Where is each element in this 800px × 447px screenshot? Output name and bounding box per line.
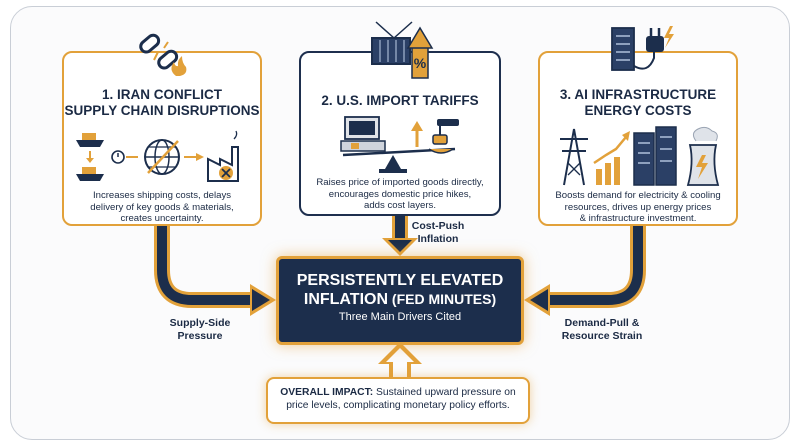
energy-infrastructure-icon xyxy=(560,126,720,186)
driver-1-title: 1. IRAN CONFLICT SUPPLY CHAIN DISRUPTION… xyxy=(64,87,260,118)
tariff-scale-icon xyxy=(340,116,459,173)
server-power-plug-icon xyxy=(611,26,674,71)
flow-label-demand-pull: Demand-Pull &Resource Strain xyxy=(561,317,643,342)
broken-chain-fire-icon xyxy=(139,33,187,76)
driver-3-description: Boosts demand for electricity & cooling … xyxy=(555,190,721,224)
driver-card-iran-conflict: 1. IRAN CONFLICT SUPPLY CHAIN DISRUPTION… xyxy=(62,51,262,226)
overall-impact-label: OVERALL IMPACT: xyxy=(280,387,374,398)
demand-pull-arrow xyxy=(524,226,646,316)
driver-card-ai-infrastructure: 3. AI INFRASTRUCTURE ENERGY COSTS Boosts… xyxy=(538,51,738,226)
driver-card-import-tariffs: 2. U.S. IMPORT TARIFFS Raises price of i… xyxy=(299,51,501,216)
central-outcome-title: PERSISTENTLY ELEVATED INFLATION (FED MIN… xyxy=(296,272,504,308)
svg-text:%: % xyxy=(414,55,427,71)
driver-3-title: 3. AI INFRASTRUCTURE ENERGY COSTS xyxy=(559,87,717,118)
driver-2-title: 2. U.S. IMPORT TARIFFS xyxy=(321,93,479,108)
impact-up-arrow xyxy=(378,342,422,378)
supply-chain-disruption-icon xyxy=(76,130,239,182)
central-outcome-subtitle: Three Main Drivers Cited xyxy=(338,311,462,323)
driver-1-description: Increases shipping costs, delays deliver… xyxy=(90,190,234,224)
cost-push-arrow xyxy=(382,216,418,256)
shipping-container-percent-icon: % xyxy=(371,21,434,79)
overall-impact-box: OVERALL IMPACT: Sustained upward pressur… xyxy=(266,377,530,424)
supply-side-arrow xyxy=(154,226,276,316)
driver-2-description: Raises price of imported goods directly,… xyxy=(316,177,484,211)
central-outcome-box: PERSISTENTLY ELEVATED INFLATION (FED MIN… xyxy=(276,256,524,345)
